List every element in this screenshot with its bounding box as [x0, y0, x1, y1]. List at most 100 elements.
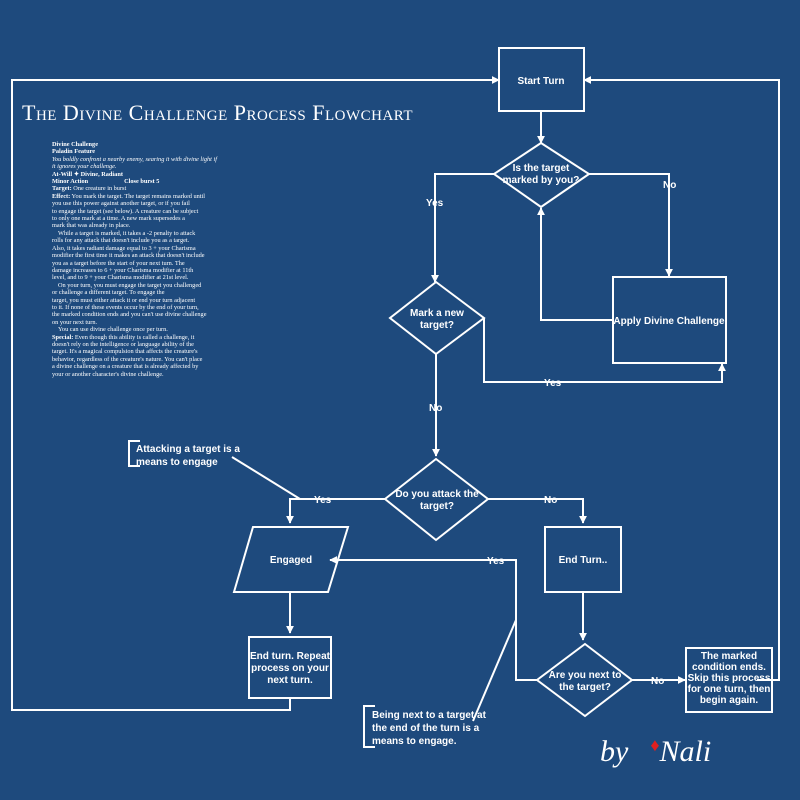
power-effect-line: modifier the first time it makes an atta… [52, 252, 205, 260]
power-effect-line: target, you must either attack it or end… [52, 296, 196, 304]
node-next-to-line-2: the target? [559, 682, 611, 693]
power-special-line: behavior, regardless of the creature's n… [52, 355, 203, 363]
node-mark-new [388, 280, 486, 356]
power-effect-line: You mark the target. The target remains … [71, 192, 206, 200]
node-mark-new-line-2: target? [420, 320, 454, 331]
power-class: Paladin Feature [52, 148, 96, 156]
node-is-marked-line-1: Is the target [513, 163, 570, 174]
power-effect-line: damage increases to 6 + your Charisma mo… [52, 266, 194, 274]
callout-attack-line-2: means to engage [136, 457, 218, 468]
power-effect-line: the marked condition ends and you can't … [52, 311, 207, 319]
power-effect-line: to it. If none of these events occur by … [52, 303, 199, 311]
power-special-line: doesn't rely on the intelligence or lang… [52, 340, 194, 348]
power-special-line: a divine challenge on a creature that is… [52, 363, 199, 371]
power-effect-line: level, and to 9 + your Charisma modifier… [52, 274, 189, 282]
power-action-line: Minor Action Close burst 5 [52, 178, 258, 185]
edge-marked-yes-to-marknew [431, 173, 494, 283]
power-effect-line: On your turn, you must engage the target… [58, 281, 202, 289]
edge-marked-no-to-apply [589, 173, 673, 277]
node-end-turn-dots [544, 526, 622, 593]
power-flavor-2: it ignores your challenge. [52, 163, 117, 171]
node-mark-ends-line-2: condition ends. [692, 662, 766, 673]
power-special-first: Special: Even though this ability is cal… [52, 334, 258, 341]
node-mark-new-line-1: Mark a new [410, 308, 464, 319]
power-effect-line: rolls for any attack that doesn't includ… [52, 237, 190, 245]
node-next-to-line-1: Are you next to [549, 670, 622, 681]
edge-label-no: No [663, 180, 676, 191]
power-effect-line: You can use divine challenge once per tu… [58, 326, 168, 334]
callout-adjacent-line-1: Being next to a target at [372, 710, 487, 721]
power-effect-line: Also, it takes radiant damage equal to 3… [52, 244, 196, 252]
edge-apply-to-marked [537, 207, 613, 321]
node-mark-ends-line-1: The marked [701, 651, 757, 662]
node-start-turn-label: Start Turn [517, 76, 564, 87]
node-attack [383, 457, 490, 542]
callout-adjacent-line-2: the end of the turn is a [372, 723, 480, 734]
edge-label-no: No [544, 495, 557, 506]
node-is-marked [492, 141, 591, 209]
power-target: One creature in burst [73, 185, 127, 193]
power-special-line: Even though this ability is called a cha… [74, 333, 195, 341]
power-action: Minor Action [52, 178, 89, 186]
node-end-repeat [248, 636, 332, 699]
edge-label-yes: Yes [544, 378, 562, 389]
node-apply [612, 276, 727, 364]
power-effect-line: you use this power against another targe… [52, 200, 190, 208]
power-effect-label: Effect: [52, 192, 71, 200]
power-card: Divine Challenge Paladin Feature You bol… [52, 141, 258, 378]
power-special-label: Special: [52, 333, 74, 341]
power-effect-line: to engage the target (see below). A crea… [52, 207, 199, 215]
power-effect-line: on your next turn. [52, 318, 98, 326]
edge-attack-yes-to-engaged [286, 498, 385, 524]
power-special-line: your or another character's divine chall… [52, 370, 164, 378]
power-range: Close burst 5 [124, 178, 160, 186]
callout-adjacent-line-3: means to engage. [372, 736, 457, 747]
node-mark-ends-line-4: for one turn, then [688, 684, 771, 695]
node-mark-ends-line-5: begin again. [700, 695, 759, 706]
node-attack-line-2: target? [420, 501, 454, 512]
edge-attack-no-to-endturn [488, 498, 587, 524]
callout-attack-pointer [231, 456, 301, 500]
power-special-line: target. It's a magical compulsion that a… [52, 348, 198, 356]
node-start-turn [498, 47, 585, 112]
node-end-repeat-line-1: End turn. Repeat [250, 651, 331, 662]
node-end-turn-dots-label: End Turn.. [559, 555, 608, 566]
signature-logo: by♦Nali [600, 735, 712, 768]
edge-label-no: No [651, 676, 664, 687]
node-is-marked-line-2: marked by you? [503, 175, 580, 186]
callout-attack-bracket [128, 440, 140, 467]
page-title: The Divine Challenge Process Flowchart [22, 100, 414, 125]
node-mark-ends-line-3: Skip this process [688, 673, 771, 684]
power-effect-first: Effect: You mark the target. The target … [52, 193, 258, 200]
edge-ends-loop-to-start [583, 76, 780, 681]
power-keywords: At-Will ✦ Divine, Radiant [52, 170, 123, 178]
edge-label-no: No [429, 403, 442, 414]
callout-adjacent-pointer [472, 619, 517, 722]
power-effect-line: While a target is marked, it takes a -2 … [58, 229, 196, 237]
node-end-repeat-line-2: process on your [251, 663, 329, 674]
power-flavor-1: You boldly confront a nearby enemy, sear… [52, 155, 217, 163]
node-engaged [232, 526, 350, 593]
edge-label-yes: Yes [426, 198, 444, 209]
power-name: Divine Challenge [52, 141, 99, 148]
node-end-repeat-line-3: next turn. [267, 675, 313, 686]
node-next-to [535, 642, 634, 718]
edge-label-yes: Yes [314, 495, 332, 506]
node-mark-ends [685, 647, 773, 713]
node-apply-label: Apply Divine Challenge [613, 316, 725, 327]
power-target-line: Target: One creature in burst [52, 185, 258, 192]
edge-label-yes: Yes [487, 556, 505, 567]
power-effect-line: you as a target before the start of your… [52, 259, 185, 267]
callout-attack-line-1: Attacking a target is a [136, 444, 240, 455]
power-effect-line: to only one mark at a time. A new mark s… [52, 215, 185, 223]
connectors [11, 76, 780, 722]
edge-marknew-yes-to-apply [483, 318, 726, 383]
node-attack-line-1: Do you attack the [395, 489, 479, 500]
power-effect-line: mark that was already in place. [52, 222, 131, 230]
power-target-label: Target: [52, 185, 72, 193]
edge-nextto-yes-to-engaged [329, 556, 537, 681]
edge-end-loop-to-start [11, 76, 500, 711]
callout-adjacent-bracket [363, 705, 375, 748]
power-effect-line: or challenge a different target. To enga… [52, 289, 165, 297]
